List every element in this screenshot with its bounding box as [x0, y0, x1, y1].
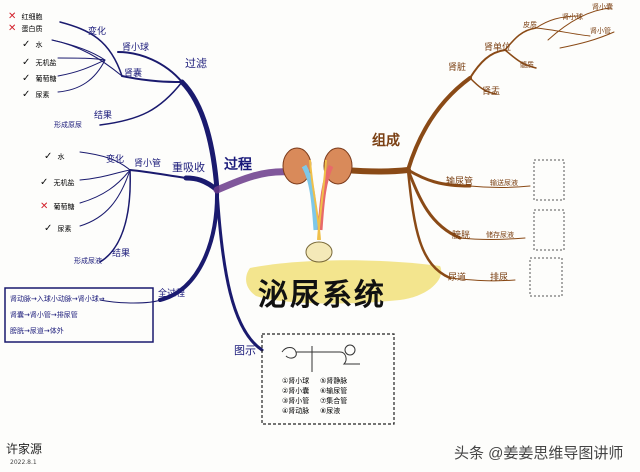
check-mark-icon: ✓: [22, 57, 31, 68]
check-mark-icon: ✓: [22, 39, 31, 50]
comp-capsule: 肾小囊: [592, 3, 613, 11]
legend-item: ①肾小球: [282, 377, 310, 385]
legend-item: ⑧尿液: [320, 407, 341, 415]
branch-to-filtration: [179, 79, 220, 193]
full-process-label: 全过程: [158, 289, 186, 299]
list-item: ✕ 葡萄糖: [40, 201, 75, 212]
comp-bladder-function: 储存尿液: [486, 231, 514, 239]
branch-to-bladder: [406, 168, 462, 240]
center-label-diagram: 图示: [234, 344, 256, 357]
full-process-line-2: 肾囊→肾小管→排尿管: [10, 311, 78, 319]
check-mark-icon: ✓: [44, 151, 53, 162]
filtration-change: 变化: [88, 27, 107, 37]
list-item: ✓ 水: [44, 151, 65, 162]
branch-to-diagram: [215, 188, 264, 352]
legend-item: ④肾动脉: [282, 407, 310, 415]
check-mark-icon: ✓: [22, 73, 31, 84]
reabsorption-result-text: 形成尿液: [74, 257, 102, 265]
filtration-stage: 肾小球: [122, 43, 150, 53]
kidney-illustration: [282, 147, 353, 263]
reabsorption-change: 变化: [106, 155, 125, 165]
comp-tubule: 肾小管: [590, 27, 611, 35]
reabsorption-organ: 肾小管: [134, 159, 162, 169]
list-item: ✓ 无机盐: [40, 177, 75, 188]
legend-item: ③肾小管: [282, 397, 310, 405]
list-item: ✓ 尿素: [22, 89, 50, 100]
check-mark-icon: ✓: [40, 177, 49, 188]
nephron-sketch: [281, 344, 360, 372]
full-process-line-3: 膀胱→尿道→体外: [10, 327, 64, 335]
diagram-box: [261, 333, 395, 425]
title-highlight: [246, 260, 442, 304]
comp-ureter-function: 输送尿液: [490, 179, 518, 187]
branch-to-urethra: [406, 168, 452, 280]
reabsorption-label: 重吸收: [172, 161, 205, 174]
watermark-credit: 头条 @姜姜思维导图讲师: [454, 445, 624, 462]
comp-bladder: 膀胱: [452, 231, 471, 241]
filtration-result-text: 形成原尿: [54, 121, 82, 129]
comp-medulla: 髓质: [520, 61, 534, 69]
list-item: ✓ 无机盐: [22, 57, 57, 68]
comp-urethra-function: 排尿: [490, 273, 509, 283]
connector-process: [213, 168, 294, 194]
author-signature: 许家源: [6, 442, 43, 456]
page-title: 泌尿系统: [258, 278, 386, 313]
full-process-box: [4, 287, 154, 343]
comp-ureter: 输尿管: [446, 177, 474, 187]
comp-nephron: 肾单位: [484, 43, 512, 53]
full-process-line-1: 肾动脉→入球小动脉→肾小球→: [10, 295, 105, 303]
author-date: 2022.8.1: [10, 459, 37, 466]
filtration-organ: 肾囊: [124, 69, 143, 79]
check-mark-icon: ✓: [44, 223, 53, 234]
list-item: ✕ 蛋白质: [8, 23, 43, 34]
check-mark-icon: ✓: [22, 89, 31, 100]
ornament-boxes: [529, 159, 565, 297]
list-item: ✓ 水: [22, 39, 43, 50]
comp-pelvis: 肾盂: [482, 87, 501, 97]
list-item: ✓ 葡萄糖: [22, 73, 57, 84]
filtration-result: 结果: [94, 111, 113, 121]
comp-kidney: 肾脏: [448, 63, 467, 73]
legend-item: ⑥输尿管: [320, 387, 348, 395]
branch-to-full-process: [158, 188, 220, 302]
list-item: ✓ 尿素: [44, 223, 72, 234]
filtration-label: 过滤: [185, 57, 207, 70]
reabsorption-result: 结果: [112, 249, 131, 259]
comp-urethra: 尿道: [448, 273, 467, 283]
x-mark-icon: ✕: [8, 11, 17, 22]
x-mark-icon: ✕: [40, 201, 49, 212]
comp-glomerulus: 肾小球: [562, 13, 583, 21]
legend-item: ⑤肾静脉: [320, 377, 348, 385]
legend-item: ⑦集合管: [320, 397, 348, 405]
left-branches: [51, 21, 264, 352]
center-label-composition: 组成: [372, 133, 400, 149]
center-label-process: 过程: [224, 157, 252, 173]
list-item: ✕ 红细胞: [8, 11, 43, 22]
x-mark-icon: ✕: [8, 23, 17, 34]
branch-to-ureter: [406, 168, 472, 188]
comp-cortex: 皮质: [523, 21, 537, 29]
branch-to-reabsorption: [183, 175, 220, 193]
branch-to-kidney: [406, 76, 472, 172]
legend-item: ②肾小囊: [282, 387, 310, 395]
